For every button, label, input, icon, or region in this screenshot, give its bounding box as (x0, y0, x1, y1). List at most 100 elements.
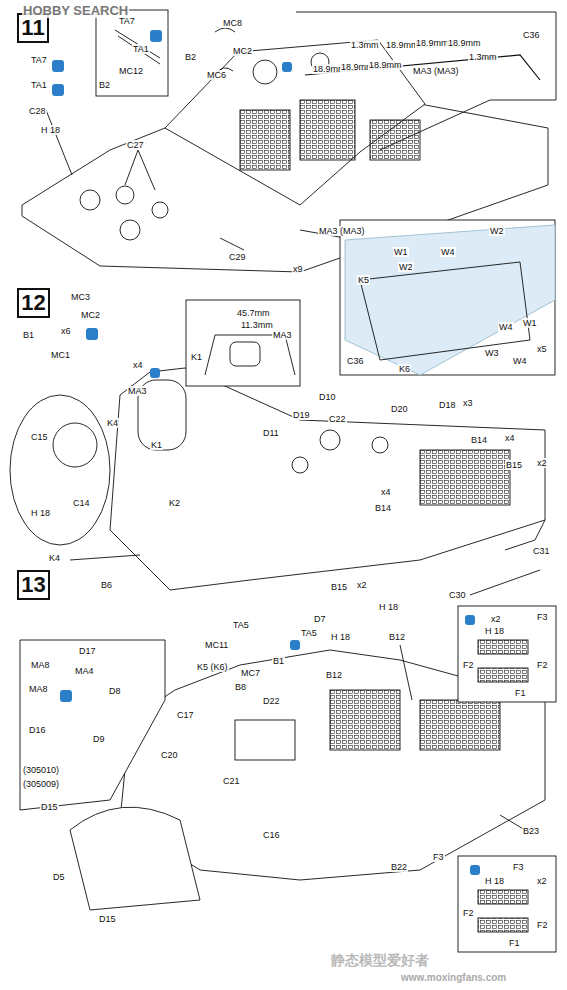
part-label: H 18 (484, 626, 505, 636)
part-label: B12 (325, 670, 343, 680)
part-label: D19 (292, 410, 311, 420)
part-label: x4 (380, 487, 392, 497)
part-label: MC12 (118, 66, 144, 76)
part-label: D11 (262, 428, 280, 438)
part-label: W4 (440, 247, 456, 257)
part-label: 18.9mm (368, 60, 403, 70)
part-label: TA7 (118, 16, 136, 26)
step-number: 11 (21, 15, 44, 41)
part-label: MC11 (204, 640, 229, 650)
part-label: B15 (505, 460, 523, 470)
part-label: W4 (512, 356, 528, 366)
part-label: x9 (292, 264, 304, 274)
part-label: HOBBY SEARCH (22, 3, 129, 18)
part-label: B1 (22, 330, 35, 340)
part-label: TA1 (132, 44, 150, 54)
part-label: D17 (78, 646, 97, 656)
part-label: C22 (328, 414, 347, 424)
part-label: H 18 (330, 632, 351, 642)
part-label: C16 (262, 830, 281, 840)
part-label: D9 (92, 734, 106, 744)
part-label: 18.9mm (415, 38, 450, 48)
part-label: K4 (106, 418, 119, 428)
part-label: MC2 (80, 310, 101, 320)
part-label: D18 (438, 400, 457, 410)
part-label: MC6 (206, 70, 227, 80)
part-label: MA3 (272, 330, 293, 340)
part-label: D15 (98, 914, 117, 924)
part-label: F3 (536, 612, 549, 622)
part-label: W2 (398, 262, 414, 272)
part-label: x2 (356, 580, 368, 590)
part-label: (305009) (22, 779, 60, 789)
part-label: H 18 (378, 602, 399, 612)
part-label: K5 (357, 275, 370, 285)
part-label: x4 (132, 360, 144, 370)
part-label: C28 (28, 106, 47, 116)
part-label: B14 (374, 503, 392, 513)
part-label: MC7 (240, 668, 261, 678)
part-label: F2 (536, 660, 549, 670)
part-label: K1 (150, 440, 163, 450)
part-label: B12 (388, 632, 406, 642)
part-label: D16 (28, 725, 47, 735)
part-label: www.moxingfans.com (400, 972, 507, 984)
part-label: C31 (532, 546, 551, 556)
part-label: W3 (484, 348, 500, 358)
part-label: W2 (489, 226, 505, 236)
step-number: 12 (21, 290, 45, 316)
part-label: K2 (168, 498, 181, 508)
part-label: H 18 (40, 125, 61, 135)
part-label: x2 (490, 614, 502, 624)
part-label: H 18 (30, 508, 51, 518)
part-label: B8 (234, 682, 247, 692)
part-label: D15 (40, 802, 59, 812)
part-label: MA8 (30, 660, 51, 670)
part-label: D7 (313, 614, 327, 624)
part-label: C17 (176, 710, 195, 720)
part-label: MA3 (MA3) (318, 226, 366, 236)
part-label: C15 (30, 432, 49, 442)
part-label: F1 (514, 688, 527, 698)
part-label: C27 (126, 140, 145, 150)
part-label: MC1 (50, 350, 71, 360)
part-label: B2 (98, 80, 111, 90)
part-label: D20 (390, 404, 409, 414)
part-label: B23 (522, 826, 540, 836)
part-label: F3 (432, 852, 445, 862)
part-label: B22 (390, 862, 408, 872)
part-label: x5 (536, 344, 548, 354)
step-number-box: 13 (17, 570, 50, 600)
part-label: x6 (60, 326, 72, 336)
part-label: 45.7mm (236, 308, 271, 318)
part-label: MA3 (127, 386, 148, 396)
part-label: K4 (48, 553, 61, 563)
part-label: W1 (393, 247, 409, 257)
part-label: MA4 (74, 666, 95, 676)
part-label: C20 (160, 750, 179, 760)
part-label: C29 (228, 252, 247, 262)
part-label: x2 (536, 876, 548, 886)
part-label: C30 (448, 590, 467, 600)
part-label: F3 (512, 862, 525, 872)
part-label: C14 (72, 498, 91, 508)
part-label: D10 (318, 392, 337, 402)
part-label: B1 (272, 656, 285, 666)
part-label: 11.3mm (240, 320, 274, 330)
part-label: D8 (108, 686, 122, 696)
part-label: MC2 (232, 46, 253, 56)
part-label: H 18 (484, 876, 505, 886)
part-label: W1 (522, 318, 538, 328)
part-label: B14 (470, 435, 488, 445)
part-label: 1.3mm (350, 40, 380, 50)
part-label: C36 (346, 356, 365, 366)
part-label: (305010) (22, 765, 60, 775)
part-label: TA5 (232, 620, 250, 630)
step-number-box: 12 (17, 288, 50, 318)
part-label: TA7 (30, 55, 48, 65)
part-label: 1.3mm (468, 52, 498, 62)
part-label: 静态模型爱好者 (330, 952, 430, 968)
part-label: x2 (536, 458, 548, 468)
part-label: D5 (52, 872, 66, 882)
part-label: C21 (222, 776, 241, 786)
